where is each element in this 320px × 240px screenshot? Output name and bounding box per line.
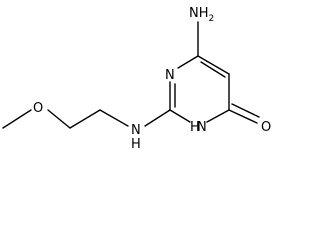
amino-subscript: 2 xyxy=(209,14,215,24)
bond-c6-n1 xyxy=(206,109,230,123)
bond-c6-o-2 xyxy=(231,103,260,118)
bond-c4-c5-inner xyxy=(200,61,226,78)
bond-c6-o-1 xyxy=(228,109,258,124)
bond-c4-c5 xyxy=(197,55,230,75)
atom-labels: NH2 N O N H H N O xyxy=(33,6,271,148)
amino-nh-text: NH xyxy=(189,6,209,21)
chain-o-label: O xyxy=(33,101,43,116)
ring-n-top-label: N xyxy=(165,68,175,83)
carbonyl-o-label: O xyxy=(261,120,271,135)
bond-o-ch2 xyxy=(47,109,71,129)
link-h-label: H xyxy=(131,137,141,148)
bonds xyxy=(2,21,260,129)
bond-n1-c2 xyxy=(169,109,191,123)
bond-n3-c4 xyxy=(177,55,199,69)
bond-ch3-o xyxy=(2,109,32,129)
amino-label: NH2 xyxy=(189,6,214,24)
bond-nh-c2 xyxy=(144,109,171,127)
ring-nh-n-label: N xyxy=(197,120,207,135)
bond-ch2-ch2 xyxy=(69,109,101,129)
chemical-structure: NH2 N O N H H N O xyxy=(2,6,271,148)
ring-nh-h-label: H xyxy=(190,120,200,135)
bond-ch2-nh xyxy=(99,109,129,127)
link-n-label: N xyxy=(131,123,141,138)
